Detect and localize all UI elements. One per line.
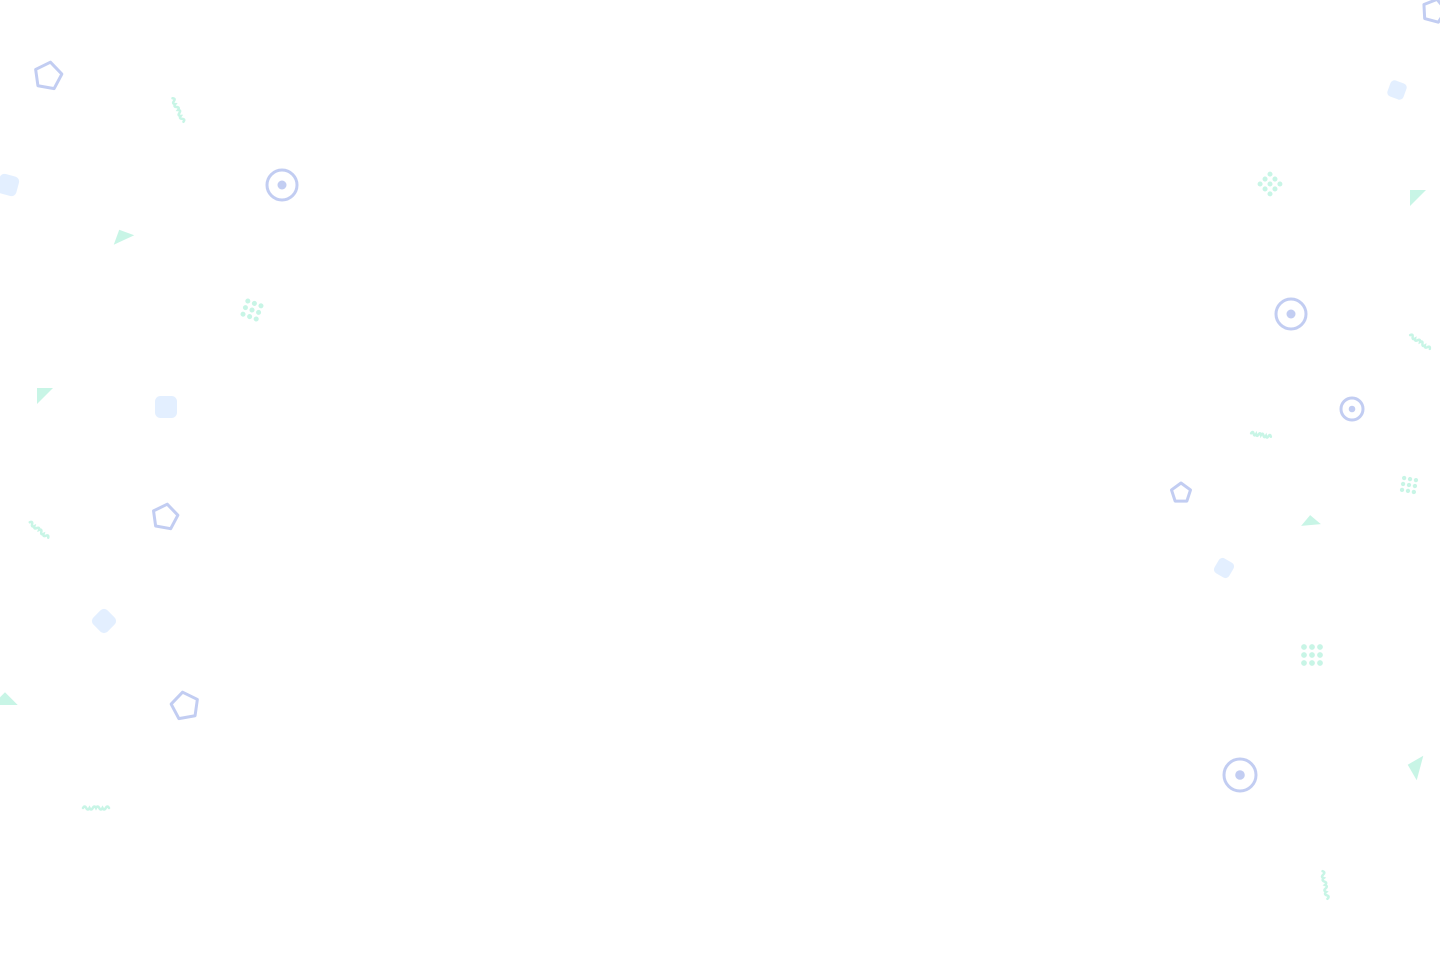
- target-ring-shape: [1339, 396, 1365, 422]
- pentagon-shape: [1169, 481, 1193, 503]
- target-ring-shape: [265, 168, 299, 202]
- pentagon-shape: [34, 60, 64, 91]
- rounded-square-shape: [1213, 557, 1235, 579]
- squiggle-shape: [171, 96, 186, 124]
- rounded-square-shape: [1387, 80, 1407, 100]
- squiggle-shape: [81, 805, 111, 811]
- pentagon-shape: [169, 690, 199, 721]
- dot-grid-shape: [1301, 644, 1323, 666]
- triangle-shape: [113, 229, 135, 245]
- target-ring-shape: [1274, 297, 1308, 331]
- triangle-shape: [1407, 755, 1424, 781]
- dot-grid-shape: [240, 298, 264, 322]
- squiggle-shape: [1408, 333, 1432, 351]
- triangle-shape: [37, 388, 53, 404]
- dot-grid-shape: [1399, 475, 1419, 495]
- target-ring-shape: [1222, 757, 1258, 793]
- squiggle-shape: [1249, 430, 1273, 439]
- squiggle-shape: [28, 520, 50, 539]
- pentagon-shape: [152, 502, 180, 531]
- triangle-shape: [1410, 190, 1426, 206]
- dot-grid-shape: [1257, 171, 1283, 197]
- triangle-shape: [0, 692, 18, 705]
- triangle-shape: [1301, 515, 1321, 526]
- rounded-square-shape: [0, 173, 20, 197]
- rounded-square-shape: [155, 396, 177, 418]
- pentagon-shape: [1422, 0, 1440, 24]
- rounded-square-shape: [91, 608, 117, 634]
- squiggle-shape: [1320, 869, 1330, 901]
